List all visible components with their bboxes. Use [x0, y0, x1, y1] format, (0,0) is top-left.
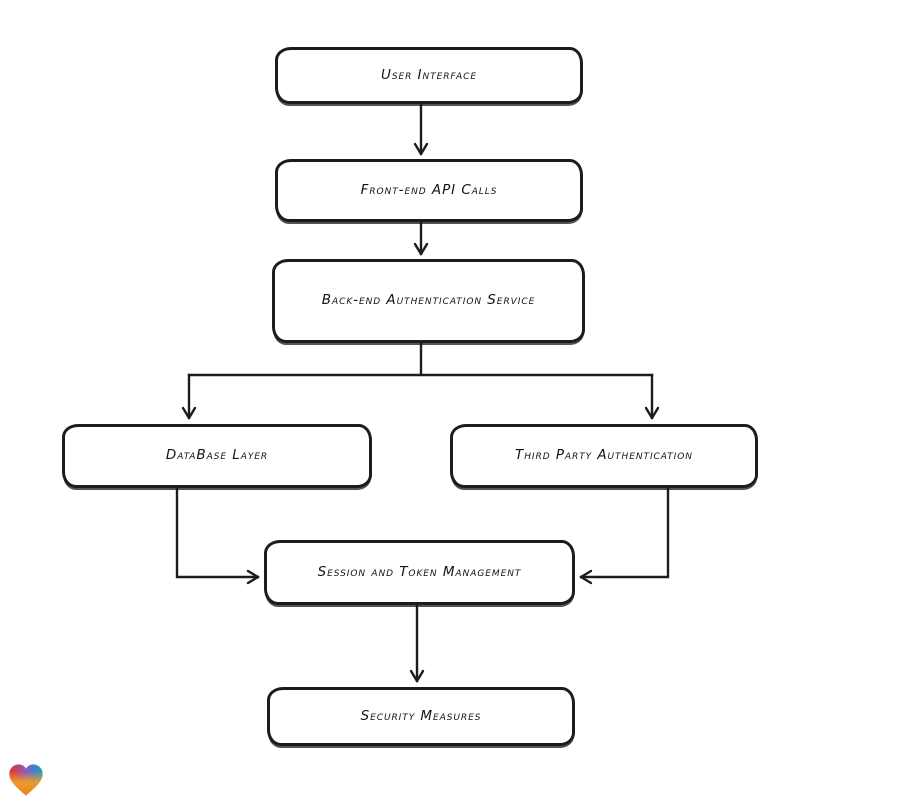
node-database-layer: DataBase Layer: [62, 424, 372, 488]
node-user-interface: User Interface: [275, 47, 583, 104]
edge-back-end-branch-line: [187, 341, 654, 377]
node-user-interface-label: User Interface: [381, 66, 477, 83]
node-security-measures-label: Security Measures: [360, 707, 482, 724]
node-database-layer-label: DataBase Layer: [165, 447, 269, 464]
node-security-measures: Security Measures: [267, 687, 575, 746]
edge-database-to-session: [175, 486, 260, 585]
node-back-end-authentication-service: Back-end Authentication Service: [272, 259, 585, 343]
node-back-end-authentication-service-label: Back-end Authentication Service: [321, 292, 536, 309]
node-front-end-api-calls-label: Front-end API Calls: [360, 181, 498, 198]
edge-third-party-to-session: [579, 486, 670, 585]
node-third-party-authentication-label: Third Party Authentication: [515, 447, 693, 464]
node-session-and-token-management: Session and Token Management: [264, 540, 575, 605]
heart-gradient-icon[interactable]: [6, 761, 46, 801]
node-third-party-authentication: Third Party Authentication: [450, 424, 758, 488]
node-session-and-token-management-label: Session and Token Management: [317, 563, 522, 580]
node-front-end-api-calls: Front-end API Calls: [275, 159, 583, 222]
